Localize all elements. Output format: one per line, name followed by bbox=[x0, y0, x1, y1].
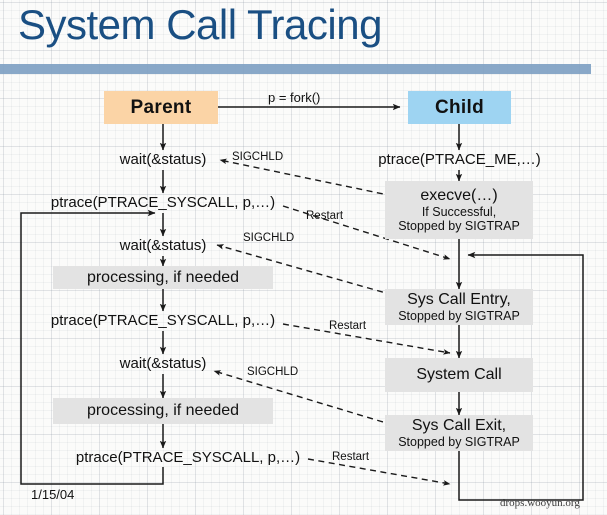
step-label: System Call bbox=[416, 366, 502, 384]
node-parent-wait-3: wait(&status) bbox=[98, 354, 228, 374]
edge-label-sigchld-3: SIGCHLD bbox=[247, 366, 299, 378]
node-child-syscall-entry: Sys Call Entry, Stopped by SIGTRAP bbox=[385, 289, 533, 325]
page-title: System Call Tracing bbox=[18, 1, 382, 48]
parent-header-label: Parent bbox=[130, 96, 192, 118]
step-sublabel-1: Stopped by SIGTRAP bbox=[398, 308, 520, 323]
step-label: wait(&status) bbox=[119, 150, 207, 168]
node-parent-processing-2: processing, if needed bbox=[53, 398, 273, 424]
step-label: ptrace(PTRACE_SYSCALL, p,…) bbox=[50, 193, 276, 211]
edge-label-restart-2: Restart bbox=[329, 320, 367, 332]
step-label: Sys Call Exit, bbox=[411, 417, 507, 435]
watermark: drops.wooyun.org bbox=[500, 497, 580, 509]
step-label: Sys Call Entry, bbox=[407, 291, 511, 309]
edge-label-sigchld-1: SIGCHLD bbox=[232, 151, 284, 163]
node-child-ptrace-me: ptrace(PTRACE_ME,…) bbox=[372, 150, 547, 170]
node-parent-ptrace-2: ptrace(PTRACE_SYSCALL, p,…) bbox=[28, 311, 298, 331]
node-child-header: Child bbox=[408, 91, 511, 124]
step-sublabel-1: If Successful, bbox=[421, 204, 497, 219]
node-child-execve: execve(…) If Successful, Stopped by SIGT… bbox=[385, 181, 533, 239]
edge-label-sigchld-2: SIGCHLD bbox=[243, 232, 295, 244]
step-label: ptrace(PTRACE_ME,…) bbox=[378, 150, 541, 168]
node-child-system-call: System Call bbox=[385, 358, 533, 392]
step-label: processing, if needed bbox=[86, 402, 240, 420]
step-label: wait(&status) bbox=[119, 236, 207, 254]
step-label: execve(…) bbox=[420, 187, 498, 205]
step-sublabel-1: Stopped by SIGTRAP bbox=[398, 434, 520, 449]
slide-date: 1/15/04 bbox=[31, 487, 75, 502]
edge-label-restart-3: Restart bbox=[332, 451, 370, 463]
step-label: wait(&status) bbox=[119, 354, 207, 372]
edge-label-fork: p = fork() bbox=[268, 90, 321, 105]
step-label: processing, if needed bbox=[86, 268, 240, 286]
child-header-label: Child bbox=[435, 96, 484, 118]
node-parent-header: Parent bbox=[104, 91, 218, 124]
node-child-syscall-exit: Sys Call Exit, Stopped by SIGTRAP bbox=[385, 415, 533, 451]
node-parent-wait-2: wait(&status) bbox=[98, 236, 228, 256]
title-divider-rule bbox=[0, 64, 591, 74]
node-parent-wait-1: wait(&status) bbox=[98, 150, 228, 170]
step-sublabel-2: Stopped by SIGTRAP bbox=[398, 218, 520, 233]
node-parent-ptrace-1: ptrace(PTRACE_SYSCALL, p,…) bbox=[28, 193, 298, 213]
step-label: ptrace(PTRACE_SYSCALL, p,…) bbox=[50, 311, 276, 329]
edge-label-restart-1: Restart bbox=[306, 210, 344, 222]
node-parent-ptrace-3: ptrace(PTRACE_SYSCALL, p,…) bbox=[53, 448, 323, 468]
step-label: ptrace(PTRACE_SYSCALL, p,…) bbox=[75, 448, 301, 466]
node-parent-processing-1: processing, if needed bbox=[53, 266, 273, 289]
